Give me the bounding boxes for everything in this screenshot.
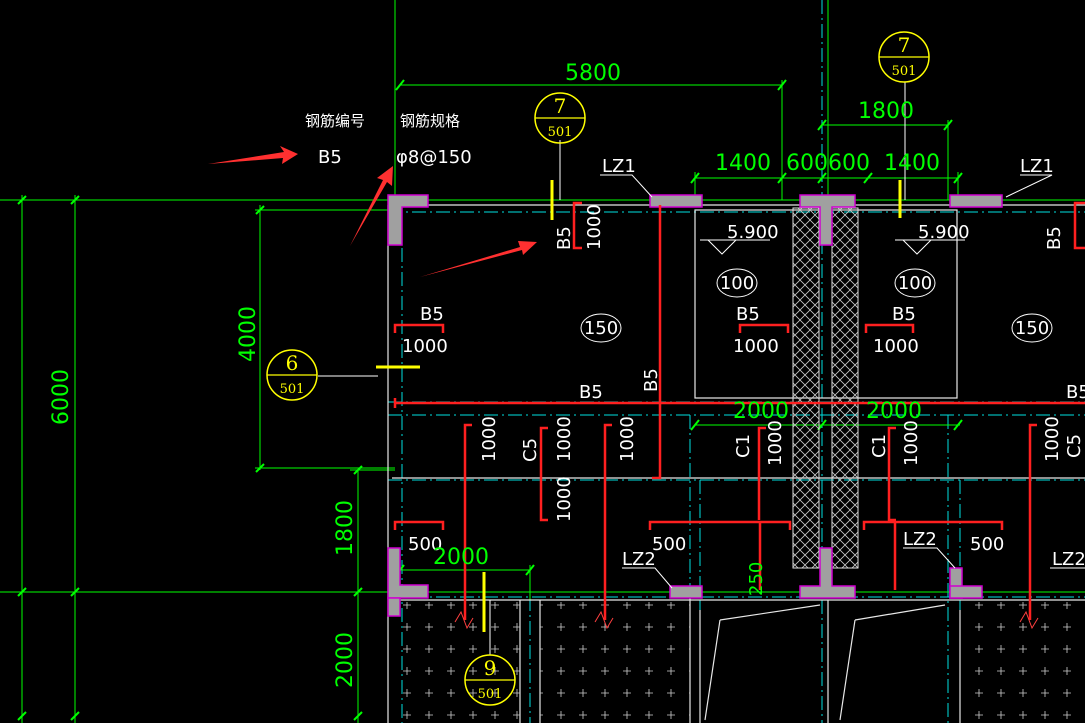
legend-header-spec: 钢筋规格 <box>400 112 460 130</box>
rebar-number: B5 <box>1044 226 1065 250</box>
dim-left-lower: 2000 <box>333 632 358 688</box>
legend-value-number: B5 <box>318 147 342 168</box>
section-number: 6 <box>286 351 299 375</box>
legend-value-spec: φ8@150 <box>396 147 472 168</box>
dim-mid-left: 2000 <box>433 545 489 570</box>
rebar-number: C1 <box>869 434 890 458</box>
rebar-length: 500 <box>408 534 442 555</box>
legend-header-number: 钢筋编号 <box>305 112 365 130</box>
elevation-marker-2: 5.900 <box>895 222 970 255</box>
rebar-length: 1000 <box>765 420 786 466</box>
hatched-wall <box>792 207 859 569</box>
rebar-number: B5 <box>1066 382 1085 403</box>
rebar-length: 1000 <box>554 476 575 522</box>
column-label: LZ2 <box>1052 549 1085 570</box>
rebar-length: 500 <box>652 534 686 555</box>
rebar-lines <box>393 201 1085 620</box>
rebar-length: 1000 <box>554 416 575 462</box>
slab-thickness-tags <box>580 268 1053 343</box>
dim-left-middle: 1800 <box>333 500 358 556</box>
rebar-number: B5 <box>736 304 760 325</box>
rebar-length: 500 <box>970 534 1004 555</box>
column-leaders <box>600 174 1085 589</box>
rebar-length: 1000 <box>873 336 919 357</box>
section-number: 7 <box>898 33 911 57</box>
rebar-number: B5 <box>641 368 662 392</box>
slab-thickness: 100 <box>720 273 754 294</box>
rebar-number: B5 <box>579 382 603 403</box>
soil-fill <box>395 602 1085 723</box>
annotation-arrows <box>208 146 537 277</box>
column-label: LZ2 <box>622 549 656 570</box>
section-cut-marks <box>376 180 902 632</box>
section-sheet: 501 <box>478 687 503 702</box>
dim-mid-center-a: 2000 <box>733 399 789 424</box>
dim-top-right-1: 1400 <box>715 151 771 176</box>
section-sheet: 501 <box>892 64 917 79</box>
column-label: LZ2 <box>903 529 937 550</box>
rebar-number: B5 <box>892 304 916 325</box>
columns <box>387 194 1003 617</box>
rebar-number: C5 <box>1064 434 1085 458</box>
section-leaders <box>318 82 906 655</box>
rebar-number: B5 <box>420 304 444 325</box>
column-label: LZ1 <box>1020 156 1054 177</box>
rebar-number: C5 <box>520 438 541 462</box>
rebar-length: 1000 <box>733 336 779 357</box>
rebar-number: C1 <box>733 434 754 458</box>
rebar-length: 1000 <box>901 420 922 466</box>
break-marks <box>454 610 1039 630</box>
rebar-length: 1000 <box>1042 416 1063 462</box>
section-sheet: 501 <box>280 382 305 397</box>
section-marker-1[interactable]: 7 501 <box>534 92 586 144</box>
dim-left-upper: 4000 <box>236 306 261 362</box>
dim-top-right-2: 600600 <box>786 151 870 176</box>
slab-thickness: 150 <box>1015 318 1049 339</box>
elevation-value: 5.900 <box>727 222 779 243</box>
rebar-length: 1000 <box>479 416 500 462</box>
dim-top-right-3: 1400 <box>884 151 940 176</box>
section-number: 7 <box>554 94 567 118</box>
dim-left-overall: 6000 <box>49 369 74 425</box>
rebar-length: 1000 <box>584 204 605 250</box>
section-number: 9 <box>484 656 497 680</box>
slab-thickness: 150 <box>584 318 618 339</box>
section-marker-3[interactable]: 6 501 <box>266 349 318 401</box>
section-marker-4[interactable]: 9 501 <box>464 654 516 706</box>
section-sheet: 501 <box>548 125 573 140</box>
dim-top-overall: 5800 <box>565 61 621 86</box>
dim-small: 250 <box>746 562 767 596</box>
rebar-length: 1000 <box>402 336 448 357</box>
elevation-value: 5.900 <box>918 222 970 243</box>
rebar-number: B5 <box>554 226 575 250</box>
dim-mid-center-b: 2000 <box>866 399 922 424</box>
elevation-marker-1: 5.900 <box>700 222 779 255</box>
rebar-length: 1000 <box>617 416 638 462</box>
dim-top-right: 1800 <box>858 99 914 124</box>
section-marker-2[interactable]: 7 501 <box>878 31 930 83</box>
slab-thickness: 100 <box>898 273 932 294</box>
column-label: LZ1 <box>602 156 636 177</box>
